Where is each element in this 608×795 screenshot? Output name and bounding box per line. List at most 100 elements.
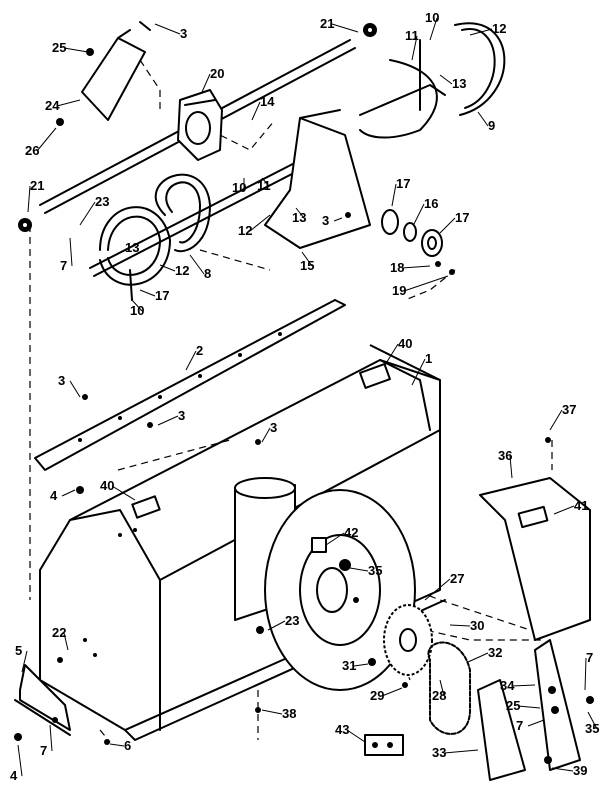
leader-line [325, 532, 345, 546]
leader-line [449, 624, 471, 627]
leader-line [131, 299, 143, 312]
callout-c-22: 22 [52, 625, 66, 640]
callout-c-35-right: 35 [585, 721, 599, 736]
callout-c-3-top: 3 [180, 26, 187, 41]
callout-c-20: 20 [210, 66, 224, 81]
impeller-housing [234, 477, 416, 691]
callout-c-16: 16 [424, 196, 438, 211]
callout-c-24: 24 [45, 98, 60, 113]
master-link [364, 734, 404, 756]
callout-c-7-right2: 7 [516, 718, 523, 733]
callout-c-7-bottom: 7 [40, 743, 47, 758]
leader-line [439, 217, 456, 234]
leader-line [333, 217, 343, 222]
callout-c-17-a: 17 [396, 176, 410, 191]
callout-c-40-top: 40 [398, 336, 412, 351]
leader-line [61, 489, 76, 497]
leader-line [346, 729, 366, 743]
leader-line [63, 47, 89, 53]
callout-c-35-fan: 35 [368, 563, 382, 578]
leader-line [439, 679, 445, 697]
callout-c-4-bar: 4 [50, 488, 58, 503]
callout-c-12-mid: 12 [238, 223, 252, 238]
gearbox [177, 89, 223, 161]
leader-line [477, 111, 489, 127]
leader-line [413, 203, 425, 225]
callout-c-26: 26 [25, 143, 39, 158]
callout-c-6: 6 [124, 738, 131, 753]
callout-c-3-housing: 3 [270, 420, 277, 435]
leader-line [154, 23, 181, 35]
leader-line [384, 343, 399, 366]
callout-c-37: 37 [562, 402, 576, 417]
callout-c-31: 31 [342, 658, 356, 673]
leader-line [391, 183, 397, 207]
callout-c-11-top: 11 [405, 28, 419, 43]
callout-c-10-left: 10 [130, 303, 144, 318]
callout-c-18: 18 [390, 260, 404, 275]
leader-line [189, 254, 205, 275]
leader-line [411, 358, 426, 386]
callout-c-3-bar2: 3 [178, 408, 185, 423]
callout-c-13-left: 13 [125, 240, 139, 255]
leader-line [21, 650, 28, 673]
callout-c-30: 30 [470, 618, 484, 633]
leader-line [249, 214, 271, 232]
callout-c-7-left: 7 [60, 258, 67, 273]
bearing-plate [534, 639, 581, 771]
leader-line [159, 264, 176, 272]
leader-line [79, 201, 96, 226]
callout-c-25-top: 25 [52, 40, 66, 55]
leader-line [424, 578, 451, 601]
callout-c-23-fan: 23 [285, 613, 299, 628]
callout-c-17-left: 17 [155, 288, 169, 303]
leader-line [411, 35, 418, 61]
callout-c-10-mid: 10 [232, 180, 246, 195]
leader-line [69, 380, 81, 398]
bearing-set [381, 209, 455, 275]
leader-line [295, 207, 305, 219]
callout-c-13-mid: 13 [292, 210, 306, 225]
callout-c-9: 9 [488, 118, 495, 133]
leader-line [185, 350, 197, 371]
auger-housing-bracket [264, 109, 371, 249]
leader-line [17, 744, 23, 777]
callout-c-38: 38 [282, 706, 296, 721]
callout-c-2: 2 [196, 343, 203, 358]
callout-c-21-left: 21 [30, 178, 44, 193]
leader-line [261, 177, 270, 187]
leader-line [511, 684, 536, 687]
callout-c-3-bar: 3 [58, 373, 65, 388]
leader-line [109, 743, 125, 747]
leader-line [509, 455, 513, 479]
callout-c-1: 1 [425, 351, 432, 366]
callout-c-19: 19 [392, 283, 406, 298]
leader-line [443, 749, 479, 754]
leader-line [111, 485, 136, 501]
callout-c-41: 41 [574, 498, 588, 513]
chain-guard [479, 477, 591, 641]
leader-line [49, 724, 53, 752]
drive-sprocket [383, 604, 433, 676]
leader-line [517, 705, 541, 709]
callout-c-4-bottom: 4 [10, 768, 18, 783]
leader-line [401, 265, 431, 269]
leader-line [36, 127, 57, 152]
leader-line [469, 28, 493, 36]
leader-line [251, 101, 261, 121]
callout-c-12-left: 12 [175, 263, 189, 278]
leader-line [331, 23, 359, 33]
leader-line [27, 185, 31, 213]
leader-line [381, 687, 403, 697]
callout-c-28: 28 [432, 688, 446, 703]
callout-c-13-top: 13 [452, 76, 466, 91]
leader-line [139, 289, 156, 297]
leader-line [584, 657, 587, 691]
callout-c-3-mid: 3 [322, 213, 329, 228]
callout-c-7-right: 7 [586, 650, 593, 665]
callout-c-43: 43 [335, 722, 349, 737]
callout-c-39: 39 [573, 763, 587, 778]
callout-c-17-b: 17 [455, 210, 469, 225]
auger-left [18, 173, 211, 301]
